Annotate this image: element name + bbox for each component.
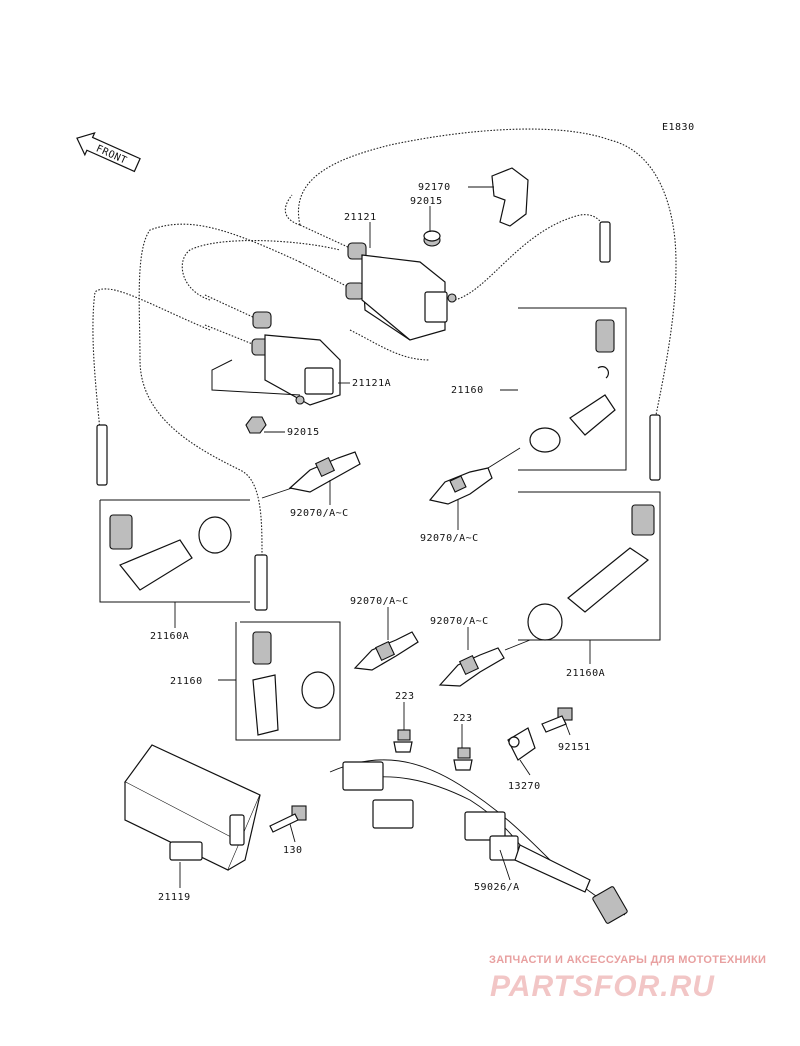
plug-cap-center bbox=[235, 554, 341, 741]
plug-cap-left bbox=[96, 424, 250, 603]
damper-lower bbox=[245, 416, 267, 434]
label-21160-right: 21160 bbox=[451, 385, 484, 396]
label-21160-center: 21160 bbox=[170, 676, 203, 687]
wire-clamp bbox=[491, 167, 529, 227]
spark-plug-center bbox=[353, 631, 419, 671]
label-59026a: 59026/A bbox=[474, 882, 520, 893]
harness-bolt-left bbox=[393, 729, 413, 753]
label-92015-upper: 92015 bbox=[410, 196, 443, 207]
front-arrow-icon: FRONT bbox=[76, 131, 141, 173]
ht-wires bbox=[92, 128, 677, 556]
plug-cap-right-upper bbox=[518, 221, 627, 471]
label-223-right: 223 bbox=[453, 713, 473, 724]
label-92070-right-upper: 92070/A~C bbox=[420, 533, 479, 544]
label-223-left: 223 bbox=[395, 691, 415, 702]
spark-plug-center-right bbox=[438, 639, 531, 687]
label-92151: 92151 bbox=[558, 742, 591, 753]
diagram-code: E1830 bbox=[662, 122, 695, 133]
label-13270: 13270 bbox=[508, 781, 541, 792]
label-92070-left-upper: 92070/A~C bbox=[290, 508, 349, 519]
watermark-brand: PARTSFOR.RU bbox=[490, 970, 715, 1003]
damper-upper bbox=[423, 230, 441, 247]
watermark-tagline: ЗАПЧАСТИ И АКСЕССУАРЫ ДЛЯ МОТОТЕХНИКИ bbox=[489, 954, 766, 966]
label-92070-center-right: 92070/A~C bbox=[430, 616, 489, 627]
spark-plug-left-upper bbox=[261, 451, 361, 499]
label-21160a-right: 21160A bbox=[566, 668, 605, 679]
clip-13270 bbox=[507, 727, 536, 761]
plug-cap-right-lower bbox=[518, 414, 661, 641]
label-21121: 21121 bbox=[344, 212, 377, 223]
label-92070-center: 92070/A~C bbox=[350, 596, 409, 607]
label-92015-lower: 92015 bbox=[287, 427, 320, 438]
wiring-harness bbox=[329, 759, 628, 924]
label-130: 130 bbox=[283, 845, 303, 856]
label-92170: 92170 bbox=[418, 182, 451, 193]
harness-bolt-right bbox=[453, 747, 473, 771]
igniter-bolt bbox=[269, 805, 307, 833]
label-21160a-left: 21160A bbox=[150, 631, 189, 642]
ignition-coil-upper bbox=[299, 224, 457, 341]
igniter-box bbox=[124, 744, 261, 871]
label-21121a: 21121A bbox=[352, 378, 391, 389]
leader-lines bbox=[174, 186, 591, 888]
ignition-coil-lower bbox=[204, 294, 341, 406]
label-21119: 21119 bbox=[158, 892, 191, 903]
spark-plug-right-upper bbox=[428, 447, 521, 505]
